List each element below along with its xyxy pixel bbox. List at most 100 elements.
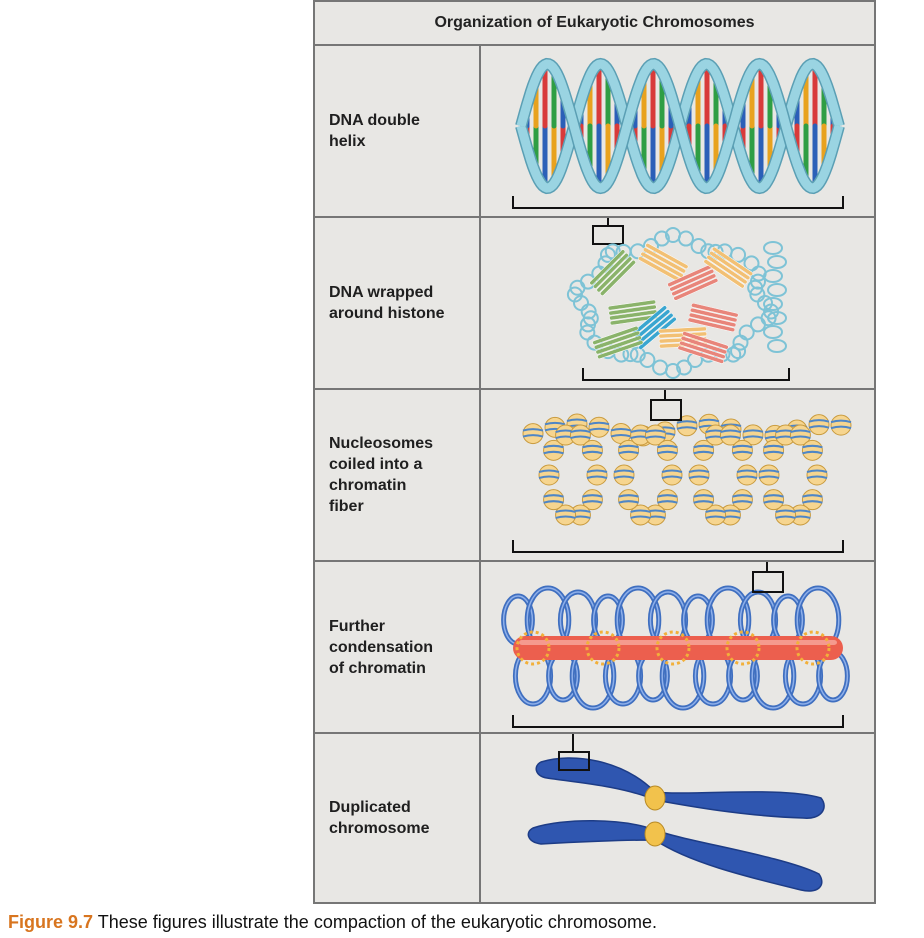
histone-helix — [691, 303, 739, 318]
histone-helix — [609, 314, 659, 326]
dna-wrap — [657, 444, 678, 449]
dna-wrap — [693, 444, 714, 449]
nucleosome-core — [581, 439, 603, 461]
dna-wrap — [538, 475, 560, 479]
dna-wrap — [763, 494, 784, 498]
dna-double-helix-illustration — [483, 46, 874, 216]
dna-wrap — [742, 429, 764, 433]
helix-strand-2 — [516, 59, 844, 193]
zoom-box — [752, 571, 784, 593]
row-label-duplicated-chromosome: Duplicated chromosome — [315, 734, 481, 902]
nucleosome — [630, 504, 652, 526]
dna-wrap — [806, 469, 828, 473]
dna-coil-turn — [725, 346, 742, 363]
nucleosome-core — [758, 464, 780, 486]
dna-wrap — [582, 494, 603, 498]
nucleosome — [618, 439, 640, 461]
dna-wrap — [732, 444, 753, 449]
dna-coil-turn — [767, 339, 787, 353]
caption-figure-number: Figure 9.7 — [8, 912, 94, 932]
dna-wrap — [657, 450, 678, 455]
histone-illustration — [483, 218, 874, 388]
dna-coil-turn — [579, 324, 596, 341]
histone-helix — [638, 316, 677, 350]
dna-coil-turn — [747, 279, 764, 296]
nucleosome-core — [731, 439, 753, 461]
dna-wrap — [566, 418, 588, 422]
zoom-box — [650, 399, 682, 421]
nucleosome-core — [801, 439, 823, 461]
histone-helix — [593, 330, 641, 350]
nucleosome-core — [613, 464, 635, 486]
nucleosome — [613, 464, 635, 486]
histone-helix — [706, 255, 748, 285]
nucleosome — [808, 414, 830, 436]
nucleosome-core — [763, 489, 785, 511]
dna-coil-turn — [763, 297, 783, 311]
chromatin-fiber-illustration — [483, 390, 874, 560]
dna-wrap — [720, 429, 741, 434]
dna-wrap — [688, 469, 710, 473]
dna-wrap — [522, 428, 544, 432]
dna-wrap — [570, 435, 591, 440]
dna-wrap — [538, 469, 560, 473]
dna-coil-turn — [738, 324, 755, 341]
nucleosome — [801, 439, 823, 461]
dna-wrap — [645, 429, 666, 434]
histone-helix — [658, 326, 707, 334]
figure-title: Organization of Eukaryotic Chromosomes — [315, 2, 874, 46]
histone-helix — [688, 312, 737, 328]
histone-drawing — [566, 218, 790, 381]
nucleosome — [618, 489, 640, 511]
nucleosome — [758, 464, 780, 486]
dna-wrap — [830, 419, 852, 424]
nucleosome — [789, 424, 811, 446]
histone-subunit — [628, 305, 677, 350]
histone-subunit — [589, 249, 636, 296]
nucleosome — [775, 504, 797, 526]
dna-wrap — [543, 494, 564, 498]
dna-wrap — [775, 509, 796, 513]
chromatid-upper — [535, 757, 825, 819]
dna-coil-turn — [566, 286, 583, 303]
dna-coil-turn — [653, 230, 670, 247]
row-dna-double-helix: DNA double helix — [315, 46, 874, 218]
histone-subunit — [638, 243, 689, 283]
row-further-condensation: Further condensation of chromatin — [315, 562, 874, 734]
histone-helix — [682, 331, 729, 350]
histone-subunit — [677, 331, 729, 364]
dna-wrap — [610, 433, 632, 438]
histone-helix — [592, 326, 639, 345]
dna-coil-turn — [767, 255, 787, 269]
dna-wrap — [802, 444, 823, 449]
dna-coil-turn — [677, 230, 694, 247]
zoom-box — [592, 225, 624, 245]
dna-wrap — [613, 475, 635, 479]
dna-wrap — [618, 500, 639, 504]
dna-wrap — [693, 450, 714, 455]
dna-wrap — [586, 475, 608, 479]
scaffold-attachment — [515, 630, 551, 666]
nucleosome — [736, 464, 758, 486]
nucleosome — [543, 439, 565, 461]
condensed-chromatin-drawing — [501, 562, 850, 728]
nucleosome — [763, 489, 785, 511]
histone-helix — [608, 304, 657, 316]
dna-wrap — [582, 444, 603, 449]
duplicated-chromosome-drawing — [527, 734, 825, 892]
nucleosome — [688, 464, 710, 486]
nucleosome — [693, 489, 715, 511]
dna-wrap — [618, 494, 639, 498]
nucleosome-core — [588, 416, 610, 438]
scaffold-attachment — [585, 630, 621, 666]
nucleosome — [806, 464, 828, 486]
nucleosome — [742, 424, 764, 446]
nucleosome-core — [586, 464, 608, 486]
dna-wrap — [630, 509, 651, 513]
dna-wrap — [543, 500, 564, 504]
dna-wrap — [763, 444, 784, 449]
chromatin-fiber-drawing — [512, 390, 852, 553]
histone-helix — [595, 335, 642, 355]
nucleosome-core — [830, 414, 852, 436]
dna-wrap — [661, 469, 683, 473]
